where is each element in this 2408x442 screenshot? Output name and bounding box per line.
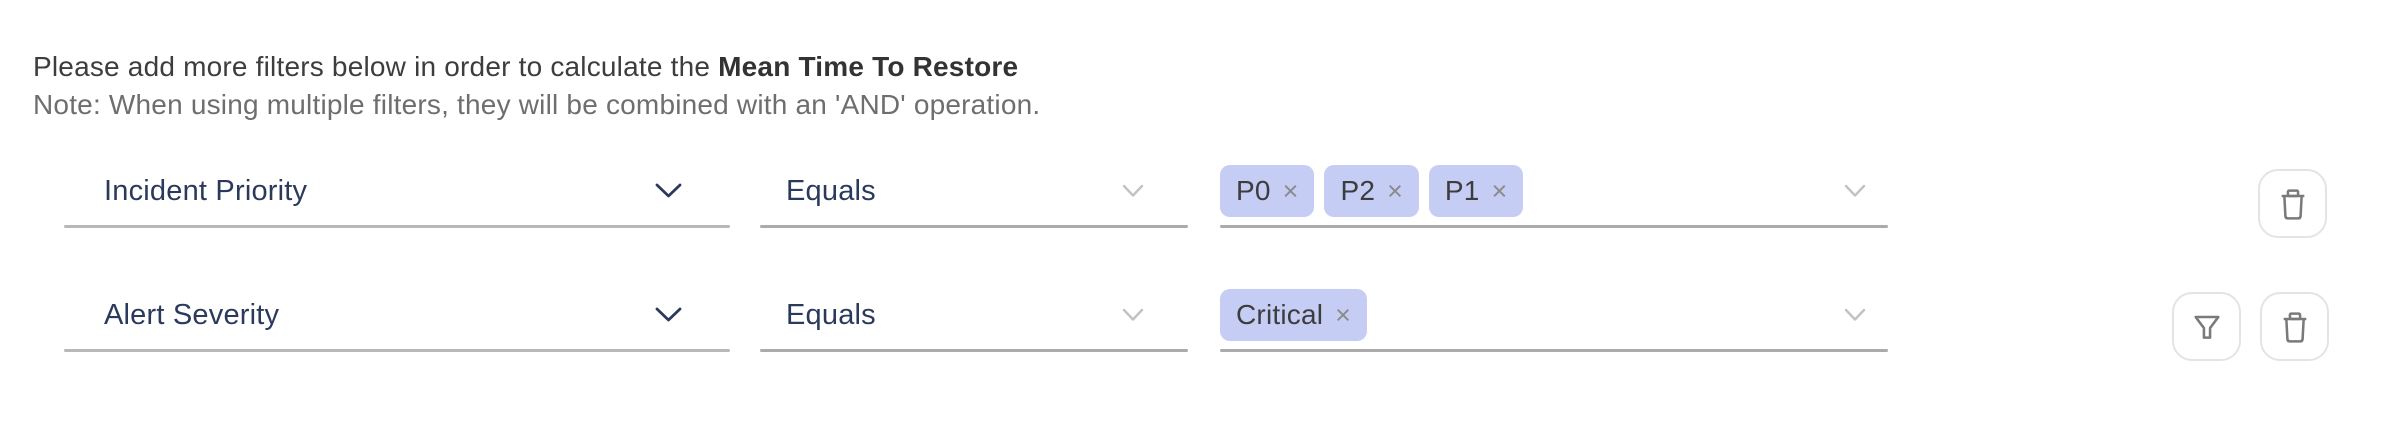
trash-icon xyxy=(2281,188,2304,220)
row2-values-multiselect[interactable]: Critical × xyxy=(1220,284,1888,352)
remove-tag-icon[interactable]: × xyxy=(1282,175,1299,206)
row1-delete-button[interactable] xyxy=(2258,169,2327,238)
tag-p2: P2 × xyxy=(1324,165,1419,217)
row2-operator-value: Equals xyxy=(786,298,876,331)
metric-name: Mean Time To Restore xyxy=(718,51,1019,82)
field-underline xyxy=(1220,225,1888,228)
row2-selected-tags: Critical × xyxy=(1220,289,1367,341)
row1-values-multiselect[interactable]: P0 × P2 × P1 × xyxy=(1220,160,1888,228)
tag-critical: Critical × xyxy=(1220,289,1367,341)
chevron-down-icon xyxy=(655,307,682,322)
row2-field-select[interactable]: Alert Severity xyxy=(64,284,730,352)
row2-delete-button[interactable] xyxy=(2260,292,2329,361)
tag-p0: P0 × xyxy=(1220,165,1315,217)
field-underline xyxy=(64,225,730,228)
field-underline xyxy=(760,349,1188,352)
filters-note: Note: When using multiple filters, they … xyxy=(33,89,1041,120)
field-underline xyxy=(760,225,1188,228)
funnel-icon xyxy=(2193,315,2220,339)
row1-field-select[interactable]: Incident Priority xyxy=(64,160,730,228)
row1-operator-select[interactable]: Equals xyxy=(760,160,1188,228)
chevron-down-icon xyxy=(1844,184,1866,197)
field-underline xyxy=(1220,349,1888,352)
chevron-down-icon xyxy=(1122,308,1144,321)
row2-field-value: Alert Severity xyxy=(104,298,280,331)
chevron-down-icon xyxy=(1844,308,1866,321)
row2-apply-filter-button[interactable] xyxy=(2172,292,2241,361)
tag-label: P1 xyxy=(1444,175,1480,206)
remove-tag-icon[interactable]: × xyxy=(1387,175,1403,206)
row1-field-value: Incident Priority xyxy=(104,174,308,207)
chevron-down-icon xyxy=(1122,184,1144,197)
remove-tag-icon[interactable]: × xyxy=(1491,175,1508,206)
row1-selected-tags: P0 × P2 × P1 × xyxy=(1220,165,1524,217)
remove-tag-icon[interactable]: × xyxy=(1335,299,1351,330)
row2-operator-select[interactable]: Equals xyxy=(760,284,1188,352)
trash-icon xyxy=(2283,311,2306,343)
row1-operator-value: Equals xyxy=(786,174,876,207)
field-underline xyxy=(64,349,730,352)
chevron-down-icon xyxy=(655,183,682,198)
tag-p1: P1 × xyxy=(1428,165,1524,217)
tag-label: P0 xyxy=(1236,175,1271,206)
filters-instruction-text: Please add more filters below in order t… xyxy=(33,51,719,82)
tag-label: P2 xyxy=(1340,175,1376,206)
tag-label: Critical xyxy=(1236,299,1324,330)
filters-instruction: Please add more filters below in order t… xyxy=(33,50,1018,84)
